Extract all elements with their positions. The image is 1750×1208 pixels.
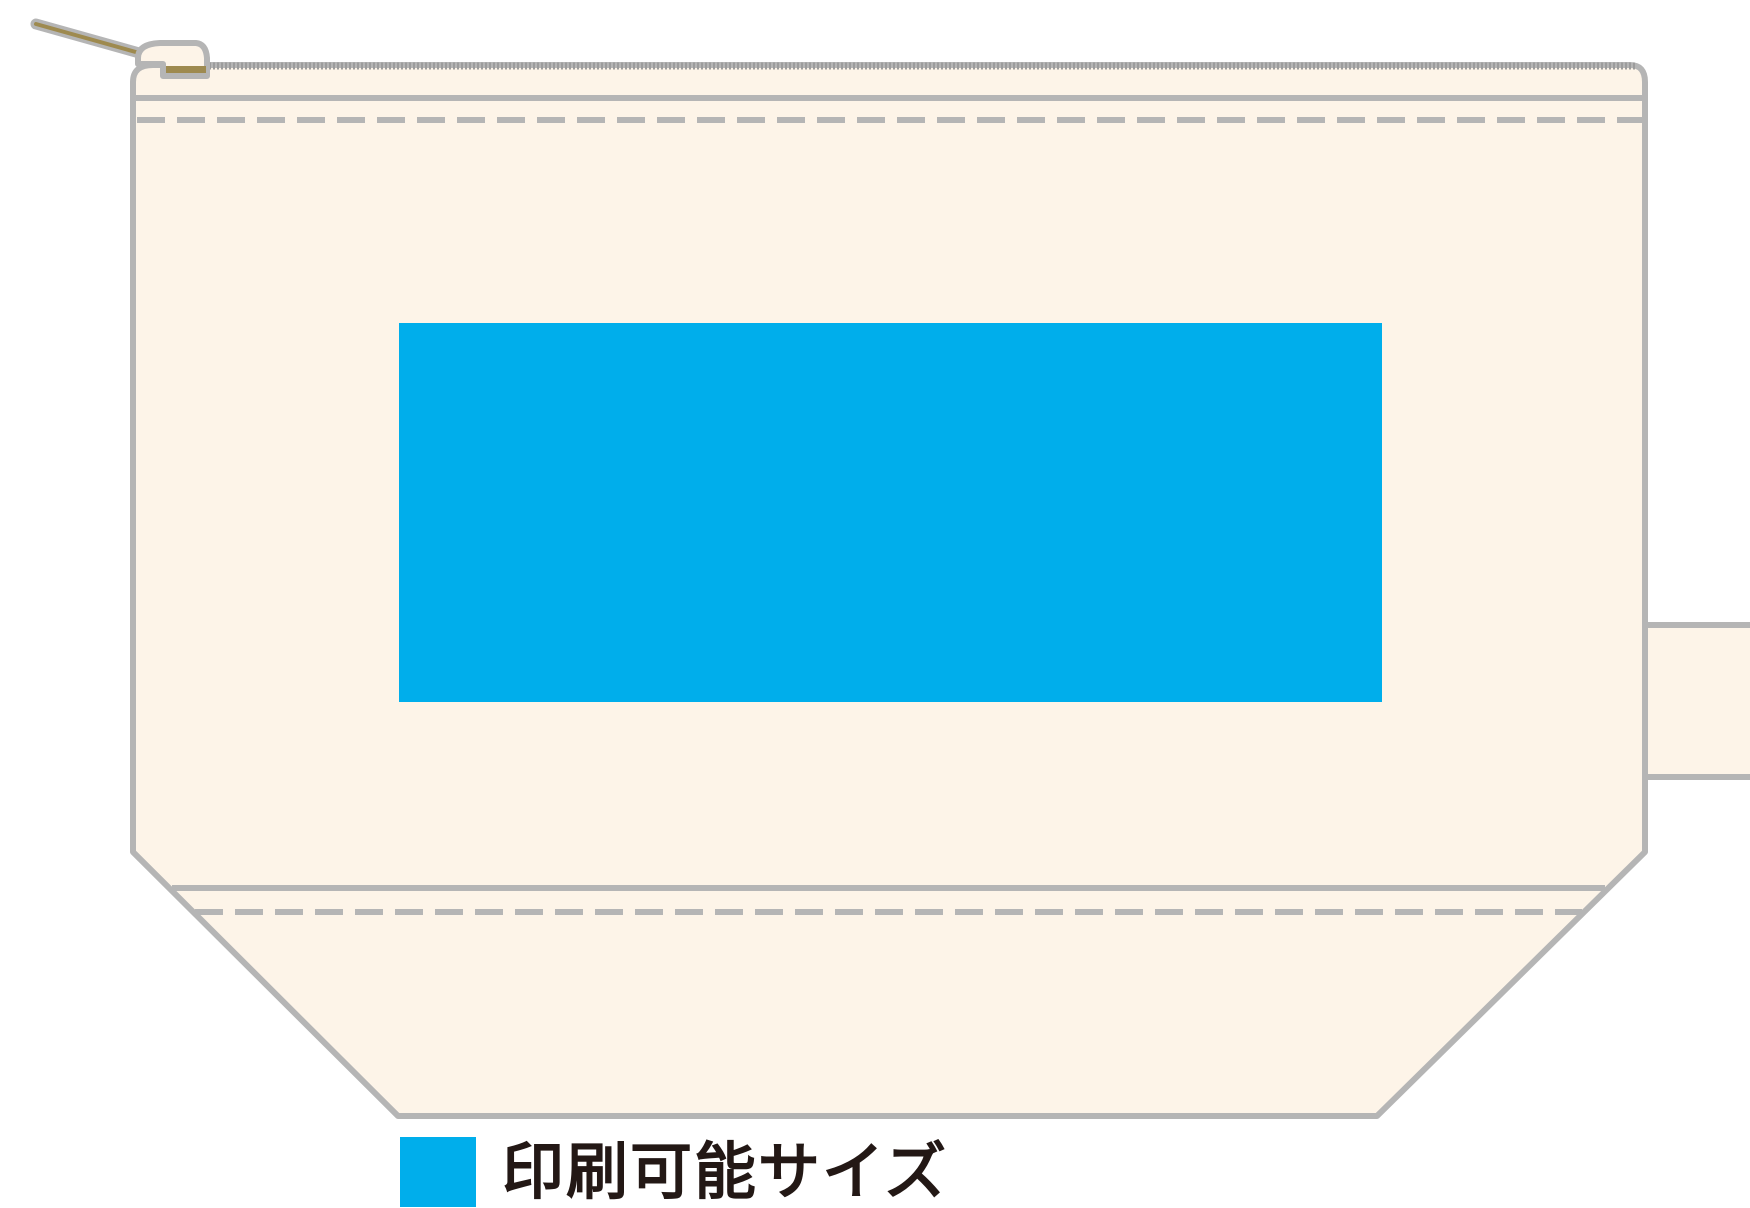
print-area — [399, 323, 1382, 702]
zipper-pull — [30, 18, 210, 79]
legend-label: 印刷可能サイズ — [502, 1135, 949, 1208]
side-tab — [1642, 622, 1750, 780]
legend-swatch — [400, 1137, 476, 1207]
legend: 印刷可能サイズ — [400, 1137, 948, 1207]
